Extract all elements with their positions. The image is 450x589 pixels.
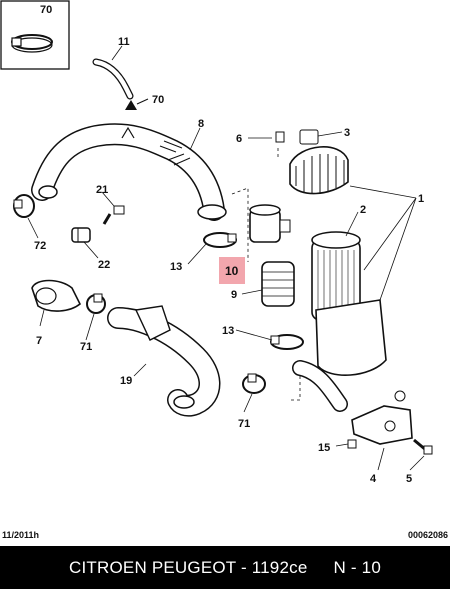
callout-72: 72 (34, 240, 46, 252)
callout-11: 11 (118, 36, 130, 48)
clamp-13-upper (203, 232, 237, 248)
callout-7: 7 (36, 335, 42, 347)
callout-10-highlighted: 10 (225, 264, 239, 278)
inset-clamp-70: 70 (0, 0, 70, 70)
filter-box-lower (292, 299, 387, 412)
callout-6: 6 (236, 133, 242, 145)
date-code: 11/2011h (2, 530, 40, 540)
callout-13-upper: 13 (170, 261, 182, 273)
callout-9: 9 (231, 289, 237, 301)
callout-70: 70 (152, 94, 164, 106)
air-flow-sensor-10 (249, 204, 291, 243)
brand-reference: CITROEN PEUGEOT - 1192ce (69, 557, 308, 577)
air-filter-element-2 (311, 231, 361, 321)
highlight-box-10 (219, 257, 245, 284)
callout-71-lower: 71 (238, 418, 250, 430)
callout-22: 22 (98, 259, 110, 271)
inset-label: 70 (40, 4, 52, 16)
elbow-7 (31, 279, 82, 312)
callout-8: 8 (198, 118, 204, 130)
upper-air-duct-8 (31, 123, 227, 221)
callout-71-upper: 71 (80, 341, 92, 353)
callout-2: 2 (360, 204, 366, 216)
clamp-71-lower (242, 373, 266, 394)
screw-21 (102, 205, 125, 225)
parts-diagram: 70 (0, 0, 433, 485)
arrow-70 (125, 98, 149, 110)
grommet-22 (71, 227, 91, 243)
sleeve-9 (261, 261, 295, 307)
callout-15: 15 (318, 442, 330, 454)
clamp-71-upper (86, 293, 106, 314)
callout-1: 1 (418, 193, 424, 205)
document-code: 00062086 (407, 530, 448, 540)
lower-air-duct-19 (107, 305, 221, 417)
screw-15 (347, 439, 357, 449)
callout-21: 21 (96, 184, 108, 196)
bracket-4 (351, 390, 413, 445)
callout-4: 4 (370, 473, 377, 485)
clamp-13-lower (270, 334, 304, 350)
callout-3: 3 (344, 127, 350, 139)
screw-5 (413, 438, 433, 455)
leader-lines (27, 45, 425, 471)
footer-bar: CITROEN PEUGEOT - 1192ce N - 10 (0, 546, 450, 589)
small-hose-11 (92, 58, 134, 100)
callout-19: 19 (120, 375, 132, 387)
position-reference: N - 10 (333, 557, 381, 577)
callout-13-lower: 13 (222, 325, 234, 337)
filter-housing-cover (275, 129, 349, 195)
clamp-72 (13, 194, 35, 218)
callout-5: 5 (406, 473, 412, 485)
